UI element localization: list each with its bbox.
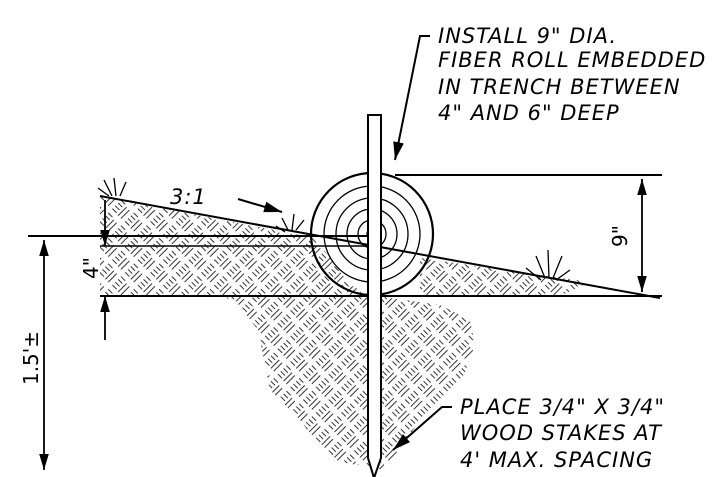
stakes-line-1: PLACE 3/4" X 3/4": [460, 395, 665, 419]
install-line-4: 4" AND 6" DEEP: [438, 101, 620, 125]
install-callout: INSTALL 9" DIA. FIBER ROLL EMBEDDED IN T…: [438, 24, 706, 125]
stakes-line-3: 4' MAX. SPACING: [460, 448, 653, 472]
wood-stake: [367, 114, 382, 477]
slope-label: 3:1: [170, 185, 207, 209]
grass-tuft-left: [97, 177, 127, 197]
soil-hatch: [100, 196, 475, 470]
stakes-callout: PLACE 3/4" X 3/4" WOOD STAKES AT 4' MAX.…: [460, 395, 665, 472]
trench-depth-label: 4": [79, 257, 103, 279]
roll-height-label: 9": [608, 225, 632, 247]
install-line-2: FIBER ROLL EMBEDDED: [438, 48, 706, 72]
stake-depth-label: 1.5'±: [19, 331, 43, 385]
grass-tuft-mid: [275, 213, 305, 233]
stakes-line-2: WOOD STAKES AT: [460, 421, 663, 445]
install-leader: [393, 35, 430, 161]
grass-tuft-right: [525, 249, 571, 281]
install-line-1: INSTALL 9" DIA.: [438, 24, 617, 48]
soil-hatch-right: [420, 258, 590, 296]
install-line-3: IN TRENCH BETWEEN: [438, 75, 681, 99]
stake-leader: [392, 406, 452, 451]
slope-arrow: [237, 198, 283, 213]
